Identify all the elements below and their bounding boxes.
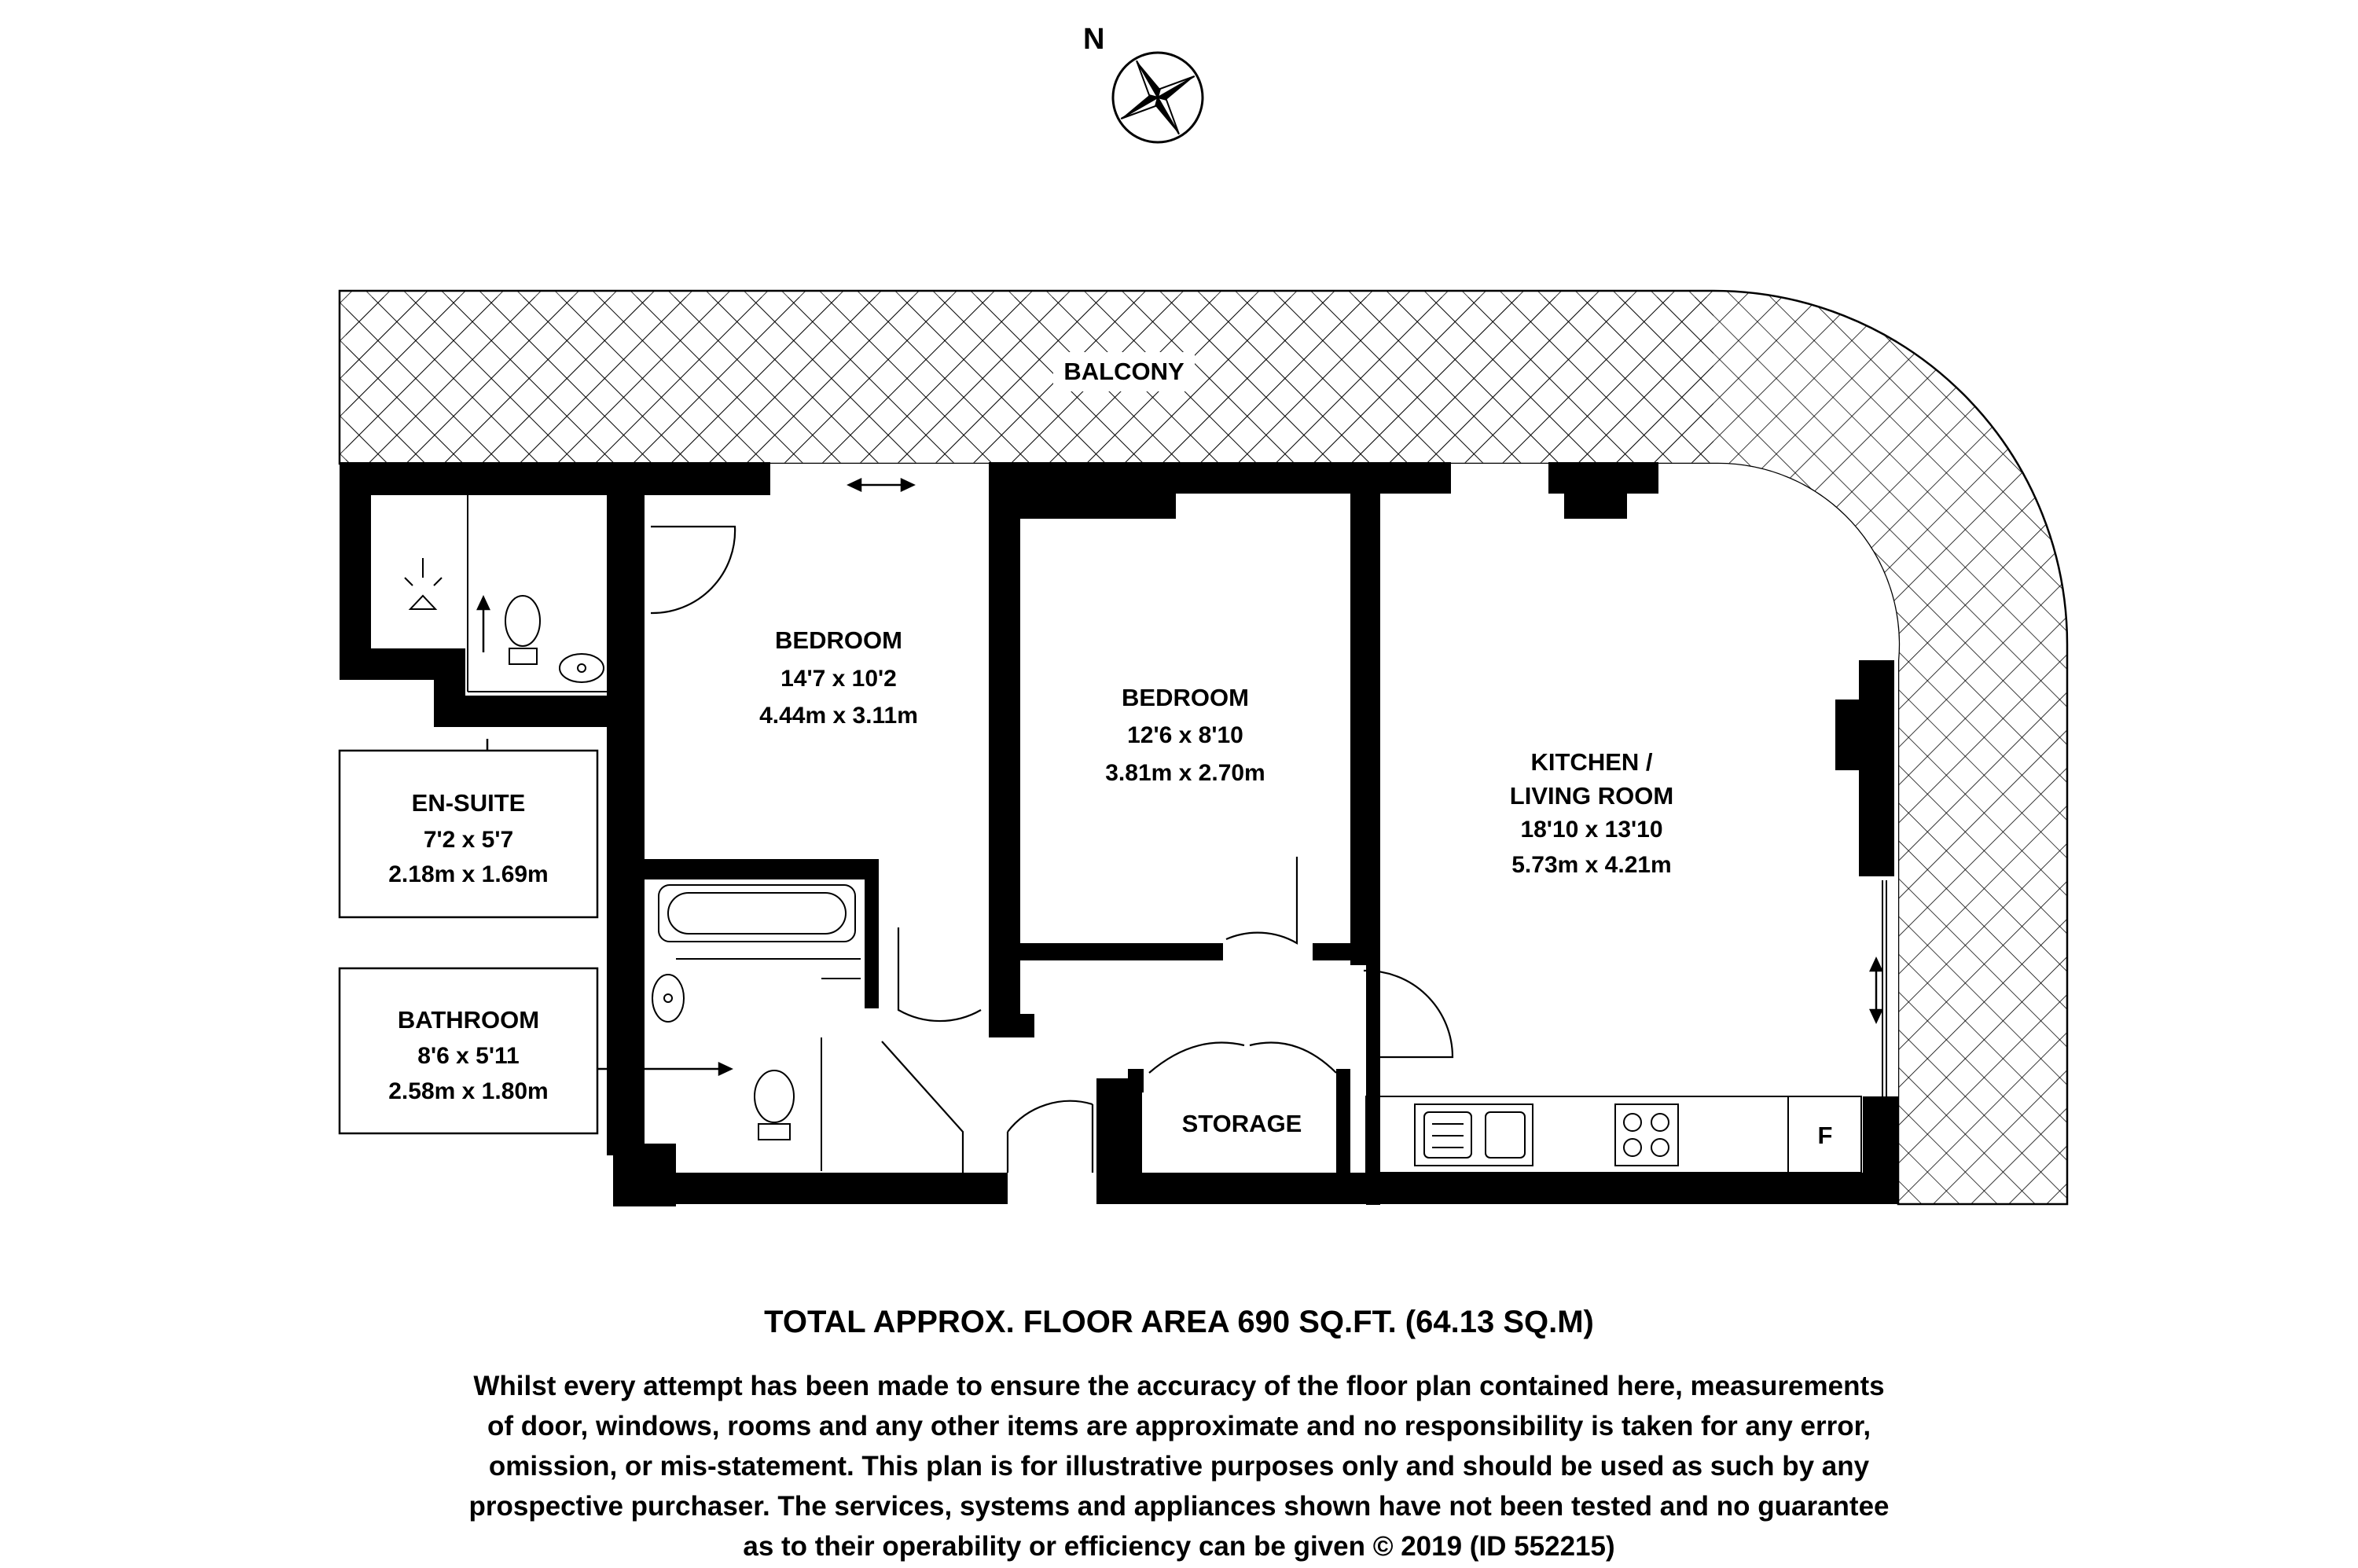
- bathroom-dim-metric: 2.58m x 1.80m: [388, 1078, 548, 1104]
- ensuite-dim-imperial: 7'2 x 5'7: [424, 827, 513, 853]
- kitchen-dim-metric: 5.73m x 4.21m: [1511, 852, 1671, 878]
- disclaimer-line: Whilst every attempt has been made to en…: [473, 1371, 1885, 1401]
- bedroom1-dim-imperial: 14'7 x 10'2: [780, 666, 897, 692]
- sliding-door-arrows: [476, 478, 1883, 1076]
- shower-icon: [404, 558, 443, 610]
- ensuite-dim-metric: 2.18m x 1.69m: [388, 861, 548, 887]
- sink-icon: [559, 653, 604, 683]
- balcony: BALCONY: [338, 289, 2069, 1206]
- walls: [340, 462, 1898, 1206]
- doors: [650, 525, 1454, 1173]
- kitchen-name-line2: LIVING ROOM: [1510, 782, 1673, 810]
- bathroom-toilet-icon: [754, 1070, 795, 1140]
- hob-icon: [1614, 1103, 1679, 1166]
- bedroom1-name: BEDROOM: [775, 626, 902, 654]
- room-info-boxes: [338, 739, 599, 1135]
- kitchen-dim-imperial: 18'10 x 13'10: [1520, 817, 1662, 843]
- bedroom1-dim-metric: 4.44m x 3.11m: [759, 703, 918, 729]
- disclaimer: Whilst every attempt has been made to en…: [0, 1366, 2358, 1566]
- bedroom2-dim-metric: 3.81m x 2.70m: [1105, 760, 1265, 786]
- thin-lines: [467, 495, 1887, 1173]
- fridge-label: F: [1818, 1122, 1833, 1149]
- bathroom-name: BATHROOM: [398, 1006, 539, 1034]
- kitchen-sink-icon: [1414, 1103, 1533, 1166]
- total-floor-area: TOTAL APPROX. FLOOR AREA 690 SQ.FT. (64.…: [764, 1305, 1594, 1339]
- bedroom2-name: BEDROOM: [1122, 684, 1249, 711]
- compass-north-label: N: [1083, 23, 1104, 56]
- ensuite-name: EN-SUITE: [412, 789, 526, 817]
- disclaimer-line: omission, or mis-statement. This plan is…: [488, 1451, 1870, 1482]
- bedroom2-dim-imperial: 12'6 x 8'10: [1127, 722, 1243, 748]
- disclaimer-line: of door, windows, rooms and any other it…: [487, 1411, 1871, 1441]
- storage-name: STORAGE: [1182, 1110, 1302, 1137]
- toilet-icon: [505, 595, 541, 665]
- disclaimer-line: prospective purchaser. The services, sys…: [468, 1491, 1890, 1522]
- apartment-floor: [346, 463, 1899, 1204]
- bathtub-icon: [658, 884, 856, 942]
- fixtures: [404, 558, 1679, 1166]
- room-labels: BEDROOM 14'7 x 10'2 4.44m x 3.11m BEDROO…: [388, 626, 1832, 1149]
- compass-rose-icon: [1111, 51, 1204, 144]
- kitchen-name-line1: KITCHEN /: [1531, 748, 1653, 776]
- compass: N: [1083, 23, 1204, 144]
- balcony-label: BALCONY: [1063, 358, 1185, 385]
- disclaimer-line: as to their operability or efficiency ca…: [743, 1531, 1615, 1562]
- bathroom-sink-icon: [652, 974, 685, 1023]
- bathroom-dim-imperial: 8'6 x 5'11: [417, 1043, 519, 1069]
